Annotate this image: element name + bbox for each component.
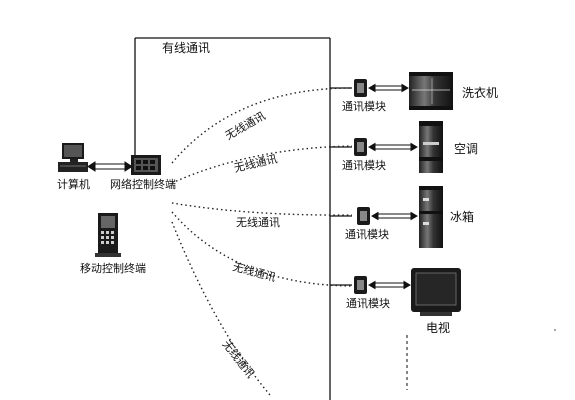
terminal-label: 网络控制终端 — [110, 177, 176, 191]
wireless-label-4: 无线通讯 — [231, 259, 277, 284]
module-label-4: 通讯模块 — [346, 297, 390, 310]
wireless-label-3: 无线通讯 — [236, 215, 280, 229]
comm-module-icon — [354, 79, 367, 97]
speck — [554, 329, 556, 331]
television-icon — [411, 268, 461, 316]
comm-module-icon — [354, 276, 367, 294]
appliance-label-ac: 空调 — [454, 142, 478, 156]
wireless-label-2: 无线通讯 — [233, 151, 279, 175]
module-label-1: 通讯模块 — [342, 100, 386, 113]
appliance-label-tv: 电视 — [426, 320, 450, 335]
appliance-label-fridge: 冰箱 — [450, 209, 474, 224]
wireless-label-5: 无线通讯 — [220, 337, 258, 380]
computer-icon — [58, 143, 88, 172]
washing-machine-icon — [409, 72, 453, 110]
comm-module-icon — [357, 207, 370, 225]
wireless-links — [171, 87, 353, 396]
network-terminal-icon — [131, 155, 161, 175]
appliance-label-washer: 洗衣机 — [462, 85, 498, 100]
computer-label: 计算机 — [57, 177, 90, 191]
mobile-terminal-icon — [95, 213, 121, 257]
wireless-label-1: 无线通讯 — [223, 108, 268, 142]
refrigerator-icon — [419, 186, 443, 248]
module-label-3: 通讯模块 — [345, 228, 389, 241]
mobile-terminal-label: 移动控制终端 — [80, 261, 146, 275]
module-appliance-links — [368, 83, 418, 290]
comm-module-icon — [354, 138, 367, 156]
wired-bus — [134, 37, 352, 400]
air-conditioner-icon — [419, 121, 443, 173]
module-label-2: 通讯模块 — [342, 159, 386, 172]
wired-label: 有线通讯 — [162, 41, 210, 55]
computer-terminal-link — [87, 161, 133, 172]
